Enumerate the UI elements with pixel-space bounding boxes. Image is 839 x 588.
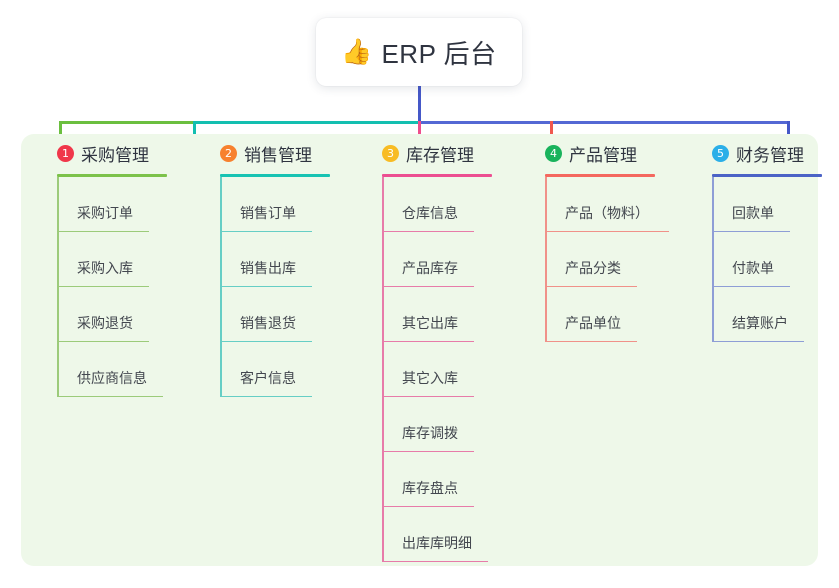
leaf-label: 采购订单	[77, 205, 133, 221]
connector-bar-green	[59, 121, 196, 124]
leaf-rule	[58, 395, 163, 397]
leaf-stem	[545, 287, 547, 342]
leaf-stem	[220, 232, 222, 287]
leaf-stem	[382, 452, 384, 507]
leaf-label: 回款单	[732, 205, 774, 221]
leaf-rule	[58, 285, 149, 287]
column-finance: 5 财务管理 回款单 付款单 结算账户	[695, 140, 825, 342]
leaf-rule	[58, 340, 149, 342]
column-header-5[interactable]: 5 财务管理	[695, 140, 825, 166]
column-header-4[interactable]: 4 产品管理	[528, 140, 688, 166]
root-stem-line	[418, 86, 421, 124]
leaf-rule	[713, 340, 804, 342]
column-title-3: 库存管理	[406, 145, 474, 165]
leaf-rule	[546, 340, 637, 342]
column-title-4: 产品管理	[569, 145, 637, 165]
column-rule-5	[712, 174, 822, 177]
leaf-label: 采购退货	[77, 315, 133, 331]
leaf-rule	[383, 395, 474, 397]
leaf-rule	[546, 230, 669, 232]
leaf-label: 产品库存	[402, 260, 458, 276]
root-node-title: ERP 后台	[381, 38, 497, 69]
leaf-stem	[382, 507, 384, 562]
leaf-rule	[383, 505, 474, 507]
leaf-rule	[221, 340, 312, 342]
column-badge-1: 1	[57, 144, 74, 162]
column-purchasing: 1 采购管理 采购订单 采购入库 采购退货 供应商信息	[40, 140, 180, 397]
leaf-rule	[221, 395, 312, 397]
leaf-label: 销售出库	[240, 260, 296, 276]
leaf-rule	[221, 230, 312, 232]
leaf-label: 仓库信息	[402, 205, 458, 221]
column-product: 4 产品管理 产品（物料） 产品分类 产品单位	[528, 140, 688, 342]
leaf-rule	[383, 285, 474, 287]
column-rule-1	[57, 174, 167, 177]
column-header-1[interactable]: 1 采购管理	[40, 140, 180, 166]
column-badge-2: 2	[220, 144, 237, 162]
column-title-1: 采购管理	[81, 145, 149, 165]
leaf-stem	[220, 177, 222, 232]
leaf-label: 产品单位	[565, 315, 621, 331]
leaf-label: 库存调拨	[402, 425, 458, 441]
thumbs-up-icon: 👍	[341, 37, 373, 66]
leaf-rule	[383, 340, 474, 342]
column-inventory: 3 库存管理 仓库信息 产品库存 其它出库 其它入库 库存调拨	[365, 140, 515, 562]
column-badge-3: 3	[382, 144, 399, 162]
leaf-stem	[382, 177, 384, 232]
leaf-label: 采购入库	[77, 260, 133, 276]
leaf-label: 产品（物料）	[565, 205, 649, 221]
leaf-label: 其它入库	[402, 370, 458, 386]
column-header-3[interactable]: 3 库存管理	[365, 140, 515, 166]
column-sales: 2 销售管理 销售订单 销售出库 销售退货 客户信息	[203, 140, 343, 397]
column-badge-5: 5	[712, 144, 729, 162]
leaf-rule	[383, 560, 488, 562]
column-badge-4: 4	[545, 144, 562, 162]
leaf-stem	[382, 287, 384, 342]
leaf-label: 客户信息	[240, 370, 296, 386]
leaf-stem	[712, 177, 714, 232]
leaf-label: 其它出库	[402, 315, 458, 331]
leaf-label: 销售退货	[240, 315, 296, 331]
leaf-stem	[220, 287, 222, 342]
column-rule-3	[382, 174, 492, 177]
leaf-label: 供应商信息	[77, 370, 147, 386]
connector-bar-teal	[193, 121, 421, 124]
leaf-label: 出库库明细	[402, 535, 472, 551]
leaf-label: 结算账户	[732, 315, 788, 331]
leaf-stem	[382, 232, 384, 287]
leaf-rule	[58, 230, 149, 232]
diagram-panel	[21, 134, 818, 566]
leaf-stem	[57, 342, 59, 397]
leaf-rule	[221, 285, 312, 287]
leaf-stem	[382, 342, 384, 397]
leaf-stem	[57, 287, 59, 342]
column-rule-2	[220, 174, 330, 177]
column-rule-4	[545, 174, 655, 177]
leaf-stem	[57, 232, 59, 287]
column-title-2: 销售管理	[244, 145, 312, 165]
leaf-stem	[545, 232, 547, 287]
leaf-stem	[382, 397, 384, 452]
leaf-label: 销售订单	[240, 205, 296, 221]
leaf-label: 产品分类	[565, 260, 621, 276]
leaf-stem	[712, 232, 714, 287]
leaf-rule	[546, 285, 637, 287]
column-header-2[interactable]: 2 销售管理	[203, 140, 343, 166]
leaf-stem	[57, 177, 59, 232]
leaf-rule	[383, 230, 474, 232]
leaf-label: 库存盘点	[402, 480, 458, 496]
leaf-label: 付款单	[732, 260, 774, 276]
leaf-rule	[383, 450, 474, 452]
leaf-rule	[713, 230, 790, 232]
leaf-stem	[545, 177, 547, 232]
connector-bar-blue	[418, 121, 790, 124]
leaf-rule	[713, 285, 790, 287]
leaf-stem	[220, 342, 222, 397]
column-title-5: 财务管理	[736, 145, 804, 165]
root-node-card[interactable]: 👍 ERP 后台	[316, 18, 522, 86]
leaf-stem	[712, 287, 714, 342]
